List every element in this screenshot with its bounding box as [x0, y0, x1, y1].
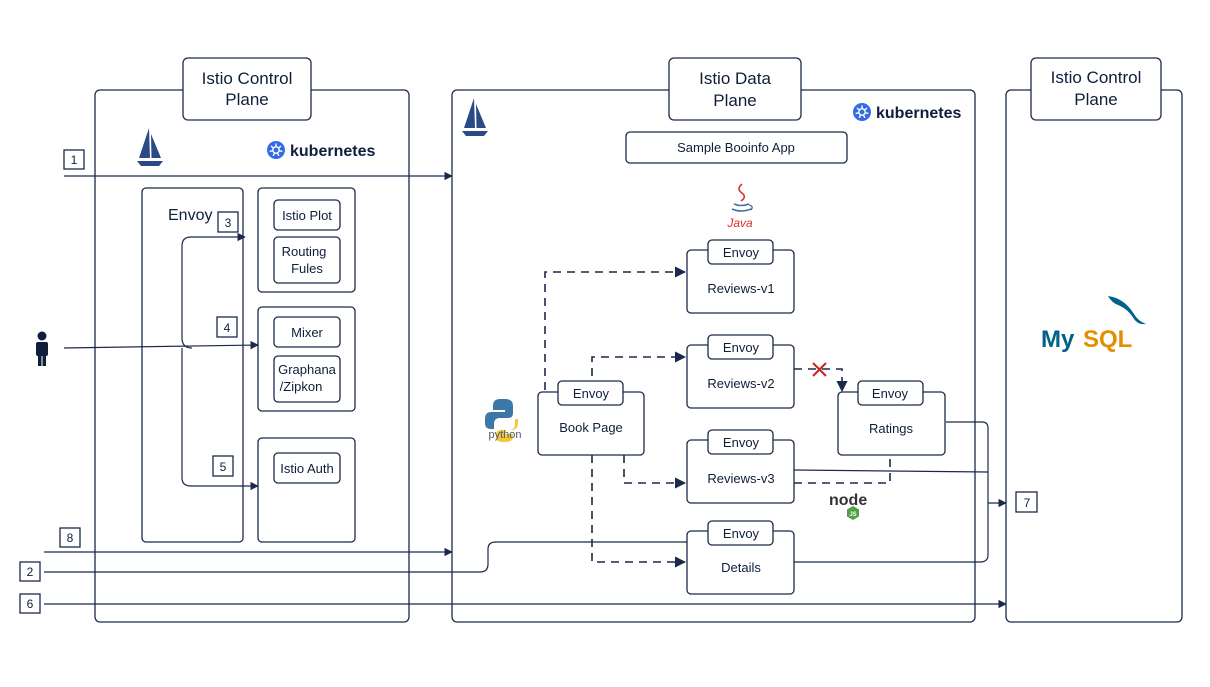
python-label: python	[488, 429, 521, 441]
data-plane-title-line1: Istio Data	[699, 69, 771, 88]
blocked-cross-icon	[812, 362, 827, 377]
step2-arrow	[44, 537, 713, 573]
bookpage-to-reviews-v3	[623, 455, 687, 489]
services: Envoy Reviews-v1 Envoy Reviews-v2 Envoy …	[537, 239, 946, 595]
envoy-sidecar	[857, 380, 924, 406]
kubernetes-label: kubernetes	[876, 105, 961, 122]
control-plane-left-title-box	[182, 57, 312, 121]
data-plane-title-line2: Plane	[713, 91, 756, 110]
reviews-v2-to-ratings	[794, 368, 848, 393]
step-3: 3	[225, 216, 232, 230]
node-label: node	[829, 492, 867, 509]
reviews-v3-to-ratings	[794, 455, 891, 484]
reviews-v3-service: Envoy Reviews-v3	[686, 429, 795, 504]
control-plane-left-title-line1: Istio Control	[202, 69, 293, 88]
routing-rules-line1: Routing	[282, 244, 327, 259]
envoy-sidecar	[707, 334, 774, 360]
control-plane-right-title-line1: Istio Control	[1051, 68, 1142, 87]
step-5: 5	[220, 460, 227, 474]
book-page-label: Book Page	[559, 420, 623, 435]
reviews-v1-label: Reviews-v1	[707, 281, 774, 296]
envoy-control-box	[141, 187, 244, 543]
istio-auth-label: Istio Auth	[280, 461, 333, 476]
solid-connectors	[44, 171, 1007, 609]
istio-plot-label: Istio Plot	[282, 208, 332, 223]
control-components: Envoy Istio Plot Routing Fules Mixer Gra…	[141, 187, 356, 543]
step-7: 7	[1024, 496, 1031, 510]
book-page-service: Envoy Book Page	[537, 380, 645, 456]
nodejs-logo-icon: node JS	[829, 492, 867, 520]
step-markers: 1 2 3 4 5 6 7 8	[19, 149, 1038, 614]
reviews-v3-line	[793, 469, 989, 473]
mixer-box	[273, 316, 341, 348]
mysql-my-label: My	[1041, 326, 1075, 353]
kubernetes-label: kubernetes	[290, 143, 375, 160]
bookpage-to-details	[591, 455, 687, 568]
step5-arrow	[181, 348, 259, 491]
envoy-label: Envoy	[723, 340, 760, 355]
envoy-sidecar	[707, 520, 774, 546]
kubernetes-icon	[852, 102, 872, 122]
user-to-mixer-arrow	[63, 340, 259, 350]
user-icon	[36, 331, 48, 366]
envoy-label: Envoy	[723, 435, 760, 450]
graphana-line1: Graphana	[278, 362, 337, 377]
step-4: 4	[224, 321, 231, 335]
data-plane-title-box	[668, 57, 802, 121]
envoy-sidecar	[557, 380, 624, 406]
ratings-service: Envoy Ratings	[837, 380, 946, 456]
envoy-label: Envoy	[723, 526, 760, 541]
step-1: 1	[71, 153, 78, 167]
node-badge-label: JS	[849, 512, 856, 518]
control-plane-right-panel: Istio Control Plane	[1005, 57, 1183, 623]
sample-app-label-box	[625, 131, 848, 164]
routing-rules-line2: Fules	[291, 261, 323, 276]
dashed-connectors	[544, 266, 891, 568]
java-logo-icon: Java	[726, 183, 753, 230]
bookpage-to-reviews-v1	[544, 266, 687, 390]
sample-app-label: Sample Booinfo App	[677, 140, 795, 155]
envoy-label: Envoy	[723, 245, 760, 260]
istio-plot-box	[273, 199, 341, 231]
control-plane-right-title-box	[1030, 57, 1162, 121]
envoy-sidecar	[707, 239, 774, 265]
step3-arrow	[181, 232, 246, 349]
details-service: Envoy Details	[686, 520, 795, 595]
reviews-v2-label: Reviews-v2	[707, 376, 774, 391]
step-2: 2	[27, 565, 34, 579]
routing-rules-box	[273, 236, 341, 284]
graphana-box	[273, 355, 341, 403]
python-logo-icon: python	[485, 399, 522, 442]
ratings-label: Ratings	[869, 421, 914, 436]
control-plane-left-title-line2: Plane	[225, 90, 268, 109]
reviews-v2-service: Envoy Reviews-v2	[686, 334, 795, 409]
envoy-control-label: Envoy	[168, 207, 212, 224]
envoy-sidecar	[707, 429, 774, 455]
mysql-sql-label: SQL	[1083, 326, 1132, 353]
envoy-label: Envoy	[872, 386, 909, 401]
details-label: Details	[721, 560, 761, 575]
control-plane-right-title-line2: Plane	[1074, 90, 1117, 109]
step-6: 6	[27, 597, 34, 611]
envoy-label: Envoy	[573, 386, 610, 401]
ratings-details-line	[794, 421, 989, 563]
bookpage-to-reviews-v2	[591, 351, 687, 390]
graphana-line2: /Zipkon	[280, 379, 323, 394]
reviews-v1-service: Envoy Reviews-v1	[686, 239, 795, 314]
reviews-v3-label: Reviews-v3	[707, 471, 774, 486]
step-8: 8	[67, 531, 74, 545]
java-label: Java	[726, 216, 753, 230]
istio-auth-box	[273, 452, 341, 484]
kubernetes-icon	[266, 140, 286, 160]
mixer-label: Mixer	[291, 325, 323, 340]
mysql-logo-icon: My SQL	[1041, 296, 1146, 353]
